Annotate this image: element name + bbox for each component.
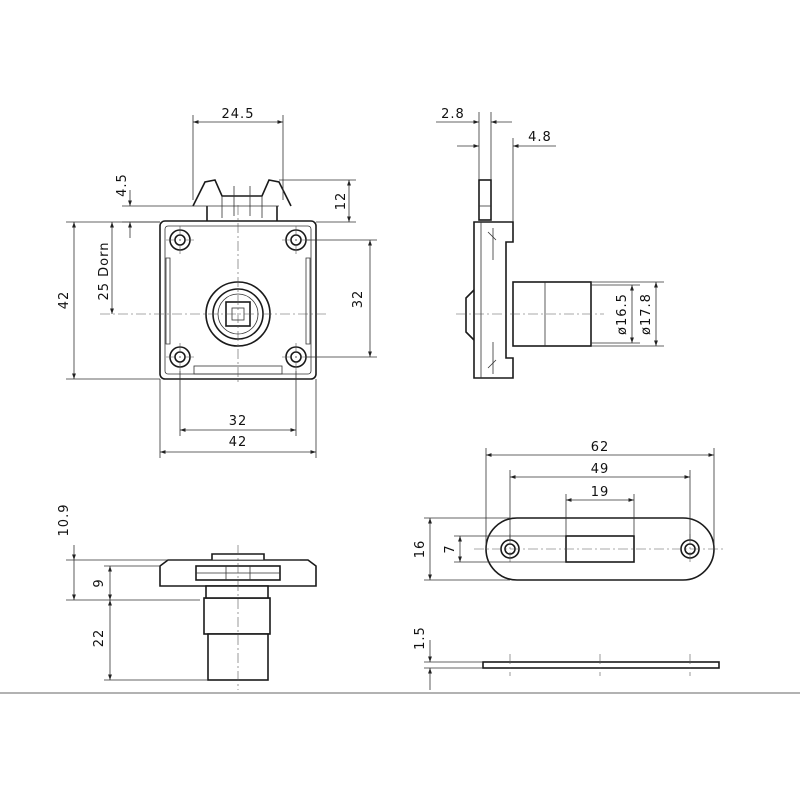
dim-side-bolt-offset: 4.8	[457, 130, 556, 222]
dim-front-dorn: 25 Dorn	[97, 222, 114, 314]
dim-label: 49	[591, 462, 610, 477]
front-cam	[192, 179, 292, 222]
dim-front-hole-horizontal: 32	[179, 371, 297, 436]
dim-plate-height: 16	[413, 517, 510, 581]
dim-plate-slot: 19	[565, 485, 635, 536]
dim-label: ø16.5	[615, 293, 630, 335]
strike-plate-edge	[482, 661, 720, 669]
dim-label: 9	[92, 578, 107, 587]
dim-label: 16	[413, 540, 428, 559]
dim-label: 10.9	[57, 504, 72, 537]
dim-front-overall-width: 42	[159, 379, 317, 458]
dim-plate-slot-height: 7	[443, 535, 566, 563]
dim-label: 42	[229, 435, 248, 450]
side-view: 2.8 4.8 ø16.5 ø17.8	[436, 107, 664, 379]
dim-front-cam-right: 12	[279, 179, 356, 223]
dim-label: 4.5	[115, 173, 130, 197]
dim-plate-length: 62	[485, 440, 715, 549]
strike-plate-view: 62 49 19 16 7	[413, 440, 724, 581]
dim-label: 19	[591, 485, 610, 500]
dim-label: 7	[443, 544, 458, 553]
dim-label: 1.5	[413, 626, 428, 650]
dim-label: 22	[92, 629, 107, 648]
dim-side-bolt: 2.8	[436, 107, 512, 180]
dim-label: 24.5	[222, 107, 255, 122]
dim-label: 12	[334, 192, 349, 211]
dim-bottom-flange: 9	[92, 565, 160, 600]
dim-label: 25 Dorn	[97, 242, 112, 301]
dim-plate-holes: 49	[509, 462, 691, 540]
dim-label: ø17.8	[639, 293, 654, 335]
dim-label: 32	[351, 290, 366, 309]
dim-bottom-total: 10.9	[57, 504, 300, 601]
dim-side-cyl-outer: ø17.8	[591, 281, 664, 347]
dim-label: 32	[229, 414, 248, 429]
bottom-view: 10.9 9 22	[57, 504, 317, 690]
dim-side-cyl-inner: ø16.5	[591, 284, 640, 344]
dim-label: 62	[591, 440, 610, 455]
dim-front-hole-vertical: 32	[306, 239, 377, 358]
dim-label: 42	[57, 291, 72, 310]
front-view: 24.5 4.5 12 42 25 Dorn	[57, 107, 377, 458]
dim-plate-thickness: 1.5	[413, 626, 483, 690]
dim-front-top-width: 24.5	[192, 107, 284, 200]
dim-bottom-cylinder: 22	[92, 600, 208, 681]
dim-label: 2.8	[441, 107, 465, 122]
strike-plate-side-view: 1.5	[413, 626, 720, 690]
bottom-cylinder	[203, 597, 271, 635]
dim-label: 4.8	[528, 130, 552, 145]
